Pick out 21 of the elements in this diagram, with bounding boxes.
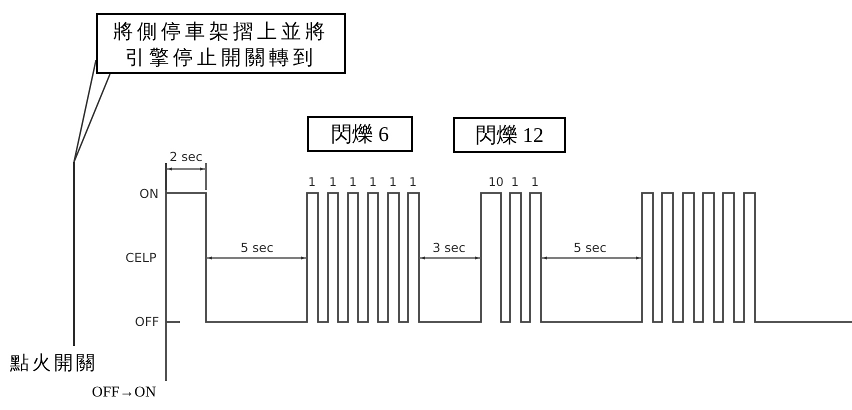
dimension-label: 5 sec (574, 242, 606, 254)
label-box: 閃爍 12 (453, 117, 566, 153)
pulse-count: 1 (409, 176, 417, 188)
pulse-count: 1 (531, 176, 539, 188)
pulse-count: 1 (329, 176, 337, 188)
level-label: OFF (134, 316, 160, 328)
pulse-count: 1 (511, 176, 519, 188)
pulse-count: 10 (488, 176, 504, 188)
pulse-count: 1 (308, 176, 316, 188)
level-label: ON (139, 188, 159, 200)
switch-label: 點火開關 (10, 351, 98, 376)
level-label: CELP (125, 252, 157, 264)
dimension-label: 5 sec (240, 242, 274, 254)
label-box: 閃爍 6 (307, 116, 413, 152)
pulse-count: 1 (389, 176, 397, 188)
pulse-count: 1 (349, 176, 357, 188)
dimension-label: 2 sec (170, 150, 202, 164)
dimension-label: 3 sec (432, 242, 466, 254)
callout-box: 將側停車架摺上並將引擎停止開關轉到 (96, 13, 346, 74)
pulse-count: 1 (369, 176, 377, 188)
caption-label: OFF→ON (92, 386, 156, 400)
